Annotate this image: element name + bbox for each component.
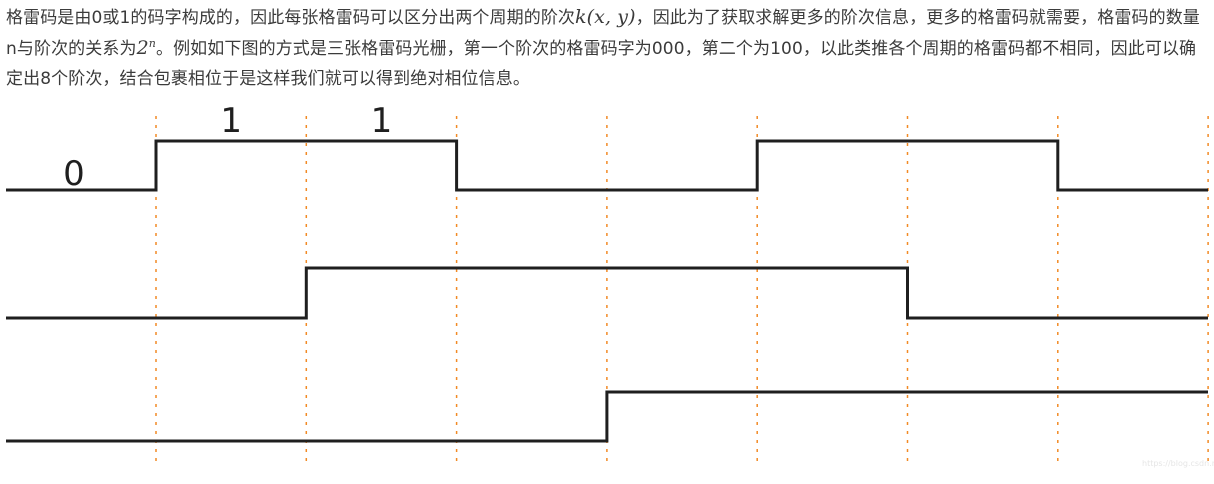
formula-exponent: n xyxy=(148,37,156,50)
gray-code-waveforms xyxy=(6,139,1208,443)
bit-label: 0 xyxy=(63,154,85,194)
gray-code-waveform-3 xyxy=(6,390,1208,443)
paragraph-text-1: 格雷码是由0或1的码字构成的，因此每张格雷码可以区分出两个周期的阶次 xyxy=(6,8,576,28)
description-paragraph: 格雷码是由0或1的码字构成的，因此每张格雷码可以区分出两个周期的阶次k(x, y… xyxy=(6,2,1210,94)
gray-code-waveform-2 xyxy=(6,266,1208,320)
formula-base: 2 xyxy=(136,37,149,59)
bit-label: 1 xyxy=(220,101,242,141)
phase-order-formula: k(x, y) xyxy=(575,6,636,28)
watermark: https://blog.csdn.net/... xyxy=(1142,459,1214,468)
bit-label: 1 xyxy=(371,101,393,141)
paragraph-text-2: ，因此为了获取求解更多的阶次信息，更多的格雷码就需要，格雷码的数量n与阶次的关系… xyxy=(6,8,1200,59)
gray-code-waveform-1 xyxy=(6,139,1208,192)
paragraph-text-3: 。例如如下图的方式是三张格雷码光栅，第一个阶次的格雷码字为000，第二个为100… xyxy=(6,39,1197,89)
bit-labels: 0 1 1 xyxy=(63,101,392,194)
period-boundary-guides xyxy=(155,116,1209,466)
